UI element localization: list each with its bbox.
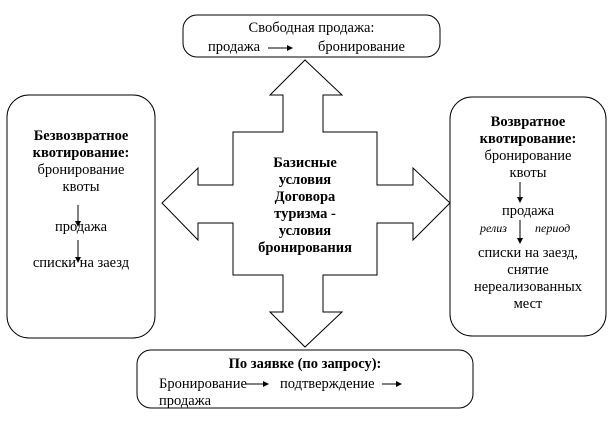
period-label: период [535,221,571,235]
right-title: Возвратное [490,114,566,130]
bottom-title: По заявке (по запросу): [228,356,382,372]
right-step3: списки на заезд, [478,245,578,261]
right-content: Возвратное квотирование: бронирование кв… [450,114,606,313]
left-step2: продажа [54,219,108,235]
left-step3: списки на заезд [32,255,130,271]
bottom-step2: подтверждение [280,376,375,392]
left-title: Безвозвратное [33,128,129,144]
left-box [6,94,156,339]
center-line: бронирования [258,240,352,256]
left-step1: квоты [62,179,100,195]
top-title: Свободная продажа: [248,20,375,36]
right-step3: нереализованных [473,279,583,295]
left-content: Безвозвратное квотирование: бронирование… [7,128,155,272]
center-text: Базисные условия Договора туризма - усло… [233,155,377,257]
top-step2: бронирование [318,39,405,55]
right-box [449,96,607,337]
center-line: условия [278,172,332,188]
bottom-step3: продажа [159,393,212,409]
top-box [182,14,441,58]
right-step1: квоты [509,165,547,181]
left-title: квотирование: [32,145,130,161]
bottom-box [136,349,474,409]
right-step3: снятие [507,262,549,278]
release-label: релиз [480,221,507,235]
right-title: квотирование: [479,131,577,147]
center-line: туризма - [274,206,336,222]
four-way-arrow [161,59,451,348]
center-line: условия [278,223,332,239]
right-step1: бронирование [484,148,572,164]
left-step1: бронирование [37,162,125,178]
center-line: Договора [274,189,336,205]
bottom-step1: Бронирование [159,376,247,392]
center-line: Базисные [273,155,337,171]
top-step1: продажа [208,39,261,55]
right-step3: мест [513,296,543,312]
right-step2: продажа [501,203,555,219]
